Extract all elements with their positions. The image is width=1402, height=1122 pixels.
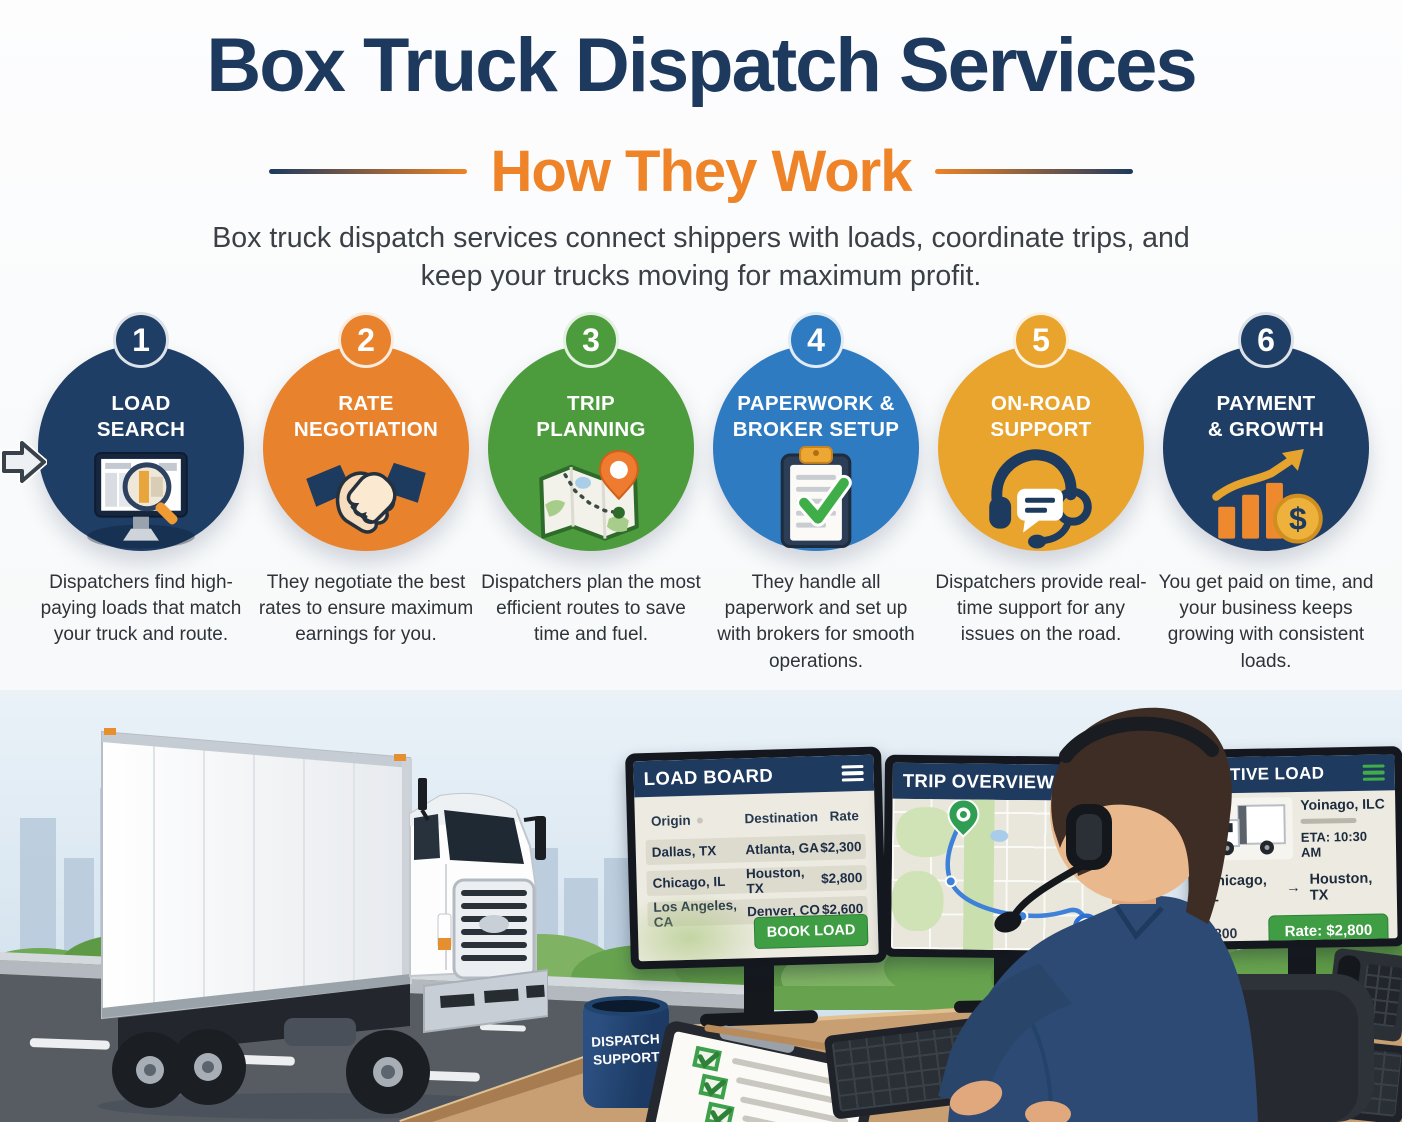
subtitle-row: How They Work xyxy=(0,138,1402,205)
step-circle: PAYMENT& GROWTH $ xyxy=(1163,345,1369,551)
step-arrow-icon xyxy=(0,440,47,484)
hand xyxy=(949,1080,1003,1116)
step-label: PAYMENT& GROWTH xyxy=(1207,392,1325,442)
box-truck-illustration xyxy=(98,728,548,1119)
clipboard-check-icon xyxy=(780,446,852,549)
step-payment-growth: 6 PAYMENT& GROWTH $ You get paid on time… xyxy=(1154,312,1378,690)
svg-text:$: $ xyxy=(1289,501,1307,537)
headset-band xyxy=(1059,716,1219,763)
page-title: Box Truck Dispatch Services xyxy=(206,23,1197,108)
route-map-pin-icon xyxy=(539,450,639,542)
dispatch-office-scene: LOAD BOARD Origin Destination Rate Dalla… xyxy=(0,690,1402,1122)
hair xyxy=(1051,707,1232,924)
load-board-screen: LOAD BOARD Origin Destination Rate Dalla… xyxy=(633,754,879,962)
book-load-button: BOOK LOAD xyxy=(753,913,869,950)
headset-chat-icon xyxy=(989,449,1092,550)
intro-description: Box truck dispatch services connect ship… xyxy=(212,222,1190,292)
step-label: PAPERWORK &BROKER SETUP xyxy=(732,392,900,442)
headset-mic-boom xyxy=(1010,862,1086,920)
step-description: They negotiate the best rates to ensure … xyxy=(258,572,474,646)
screen-reflection xyxy=(633,887,766,962)
step-paperwork-broker-setup: 4 PAPERWORK &BROKER SETUP xyxy=(704,312,928,690)
cell-destination: Atlanta, GA xyxy=(745,840,820,858)
handshake-icon xyxy=(306,463,426,535)
step-number-badge: 4 xyxy=(788,312,844,368)
sort-dot-icon xyxy=(696,816,703,824)
table-header-row: Origin Destination Rate xyxy=(645,803,866,834)
step-description: You get paid on time, and your business … xyxy=(1158,572,1374,672)
dispatcher-figure xyxy=(938,707,1258,1122)
step-description: Dispatchers plan the most efficient rout… xyxy=(481,572,701,646)
step-number-badge: 5 xyxy=(1013,312,1069,368)
arm xyxy=(938,964,1072,1108)
table-row: Dallas, TX Atlanta, GA $2,300 xyxy=(645,833,867,866)
load-board-table: Origin Destination Rate Dallas, TX Atlan… xyxy=(633,791,878,962)
monitor-stand xyxy=(744,964,774,1018)
step-number-badge: 1 xyxy=(113,312,169,368)
subtitle-divider-right xyxy=(935,169,1134,174)
hand xyxy=(1025,1101,1071,1122)
step-circle: PAPERWORK &BROKER SETUP xyxy=(713,345,919,551)
load-board-monitor: LOAD BOARD Origin Destination Rate Dalla… xyxy=(625,746,887,970)
step-number-badge: 2 xyxy=(338,312,394,368)
step-description: Dispatchers provide real-time support fo… xyxy=(935,572,1147,646)
column-destination: Destination xyxy=(744,809,819,827)
step-number-badge: 6 xyxy=(1238,312,1294,368)
cell-rate: $2,300 xyxy=(819,839,862,856)
load-search-monitor-icon xyxy=(87,452,195,550)
step-number-badge: 3 xyxy=(563,312,619,368)
step-description: They handle all paperwork and set up wit… xyxy=(717,572,915,672)
load-board-title: LOAD BOARD xyxy=(643,764,774,790)
column-rate: Rate xyxy=(829,808,860,824)
cell-origin: Dallas, TX xyxy=(651,843,717,860)
column-origin: Origin xyxy=(650,812,691,829)
subtitle-divider-left xyxy=(268,169,467,174)
hamburger-icon xyxy=(841,764,864,782)
clipboard-on-desk xyxy=(638,1021,879,1122)
page-subtitle: How They Work xyxy=(490,139,913,204)
headset-mic-icon xyxy=(994,911,1022,933)
step-description: Dispatchers find high-paying loads that … xyxy=(40,572,242,646)
dispatcher-at-desk xyxy=(938,707,1374,1122)
cell-rate: $2,800 xyxy=(820,870,863,887)
growth-chart-coin-icon: $ xyxy=(1212,449,1323,545)
